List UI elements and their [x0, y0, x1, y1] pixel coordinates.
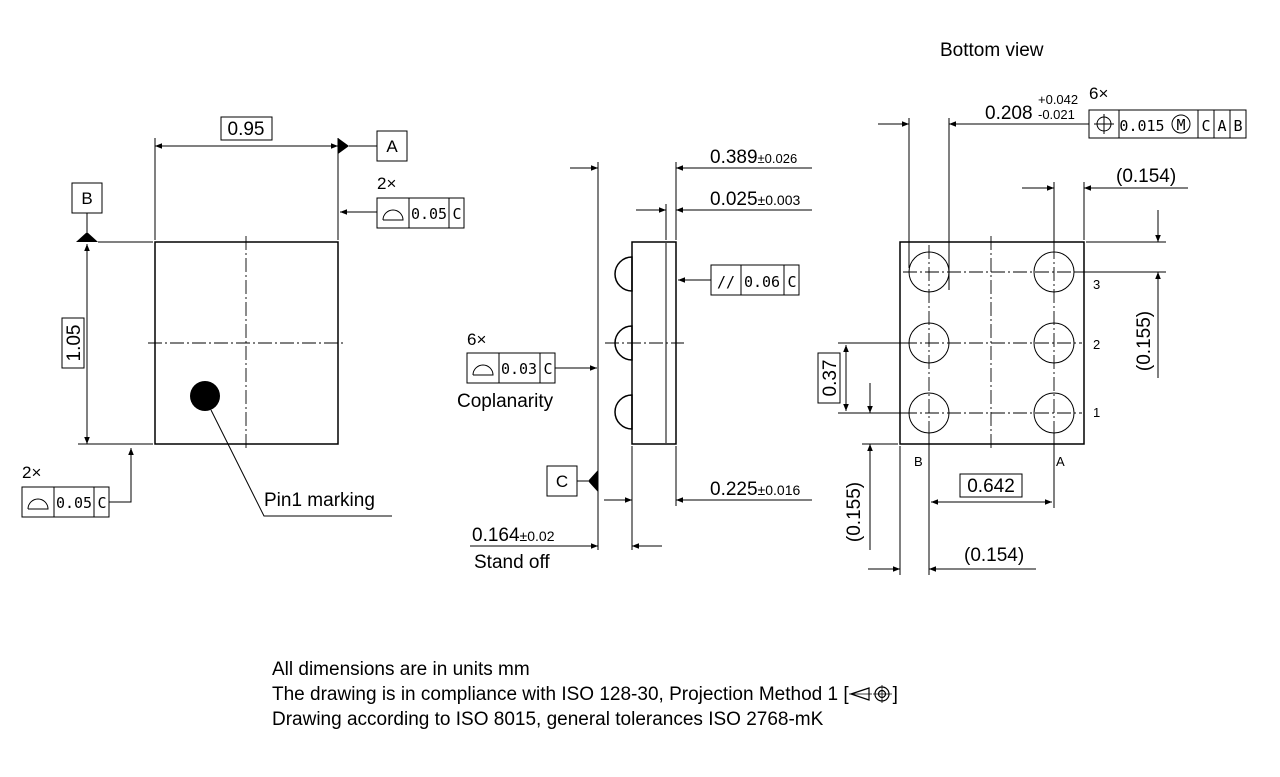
height-dim-box: [61, 317, 85, 369]
datum-a-box: [376, 130, 408, 162]
coplanarity-label: Coplanarity: [457, 391, 554, 412]
right-fcf-frame: [376, 197, 465, 229]
pin1-leader: [210, 409, 392, 517]
dim-body-text: 0.225±0.016: [710, 479, 800, 500]
ball-grid: [903, 236, 1082, 450]
ball-count: 6×: [1089, 84, 1108, 103]
solder-ball-side: [614, 394, 633, 430]
position-fcf-datum1: C: [1201, 117, 1210, 135]
first-angle-projection-icon: [848, 685, 892, 703]
position-fcf-frame: [1088, 109, 1247, 139]
bottom-fcf-datum: C: [97, 494, 106, 512]
pitch-col-text: 0.642: [967, 476, 1015, 497]
position-icon: [1094, 114, 1114, 134]
standoff-label: Stand off: [474, 552, 550, 573]
parallelism-icon: //: [717, 273, 735, 291]
edge-right-top-text: (0.155): [1134, 311, 1155, 371]
height-dim-text: 1.05: [64, 325, 85, 362]
side-view: 0.389±0.026 0.025±0.003 // 0.06 C 6× 0.0…: [457, 147, 812, 573]
row-label-3: 3: [1093, 277, 1100, 292]
position-fcf-datum3: B: [1233, 117, 1242, 135]
width-dim-text: 0.95: [228, 119, 265, 140]
flatness-icon: [472, 364, 494, 376]
bottom-fcf-value: 0.05: [56, 494, 92, 512]
pin1-label: Pin1 marking: [264, 490, 375, 511]
dim-total-text: 0.389±0.026: [710, 147, 797, 168]
col-label-b: B: [914, 454, 923, 469]
coplanarity-datum: C: [543, 360, 552, 378]
note-tolerances: Drawing according to ISO 8015, general t…: [272, 709, 824, 730]
edge-top-right-text: (0.154): [1116, 166, 1176, 187]
datum-c-label: C: [556, 472, 568, 491]
note-projection: The drawing is in compliance with ISO 12…: [272, 684, 898, 705]
datum-b-label: B: [81, 189, 92, 208]
datum-a-label: A: [386, 137, 398, 156]
ball-diameter-tol-plus: +0.042: [1038, 92, 1078, 107]
parallelism-fcf-frame: [710, 264, 800, 296]
position-fcf-modifier: M: [1176, 116, 1185, 134]
col-label-a: A: [1056, 454, 1065, 469]
datum-a-triangle-icon: [338, 138, 349, 154]
solder-ball-side: [614, 256, 633, 292]
edge-left-bottom-text: (0.155): [844, 482, 865, 542]
bottom-fcf-count: 2×: [22, 463, 41, 482]
top-view: 0.95 A B 1.05 2× 0.05 C 2× 0.05 C: [21, 116, 465, 518]
datum-b-triangle-icon: [76, 232, 98, 242]
flatness-icon: [27, 498, 49, 510]
row-label-2: 2: [1093, 337, 1100, 352]
flatness-icon: [382, 209, 404, 221]
note-units: All dimensions are in units mm: [272, 659, 530, 680]
width-dim-box: [220, 116, 273, 141]
coplanarity-value: 0.03: [501, 360, 537, 378]
right-fcf-count: 2×: [377, 174, 396, 193]
right-fcf-datum: C: [452, 205, 461, 223]
datum-c-triangle-icon: [588, 470, 598, 492]
bottom-view: Bottom view 3 2 1 B A 0.208 +0: [817, 40, 1247, 575]
pin1-dot-icon: [190, 381, 220, 411]
ball-diameter-tol-minus: -0.021: [1038, 107, 1075, 122]
edge-bottom-left-text: (0.154): [964, 545, 1024, 566]
drawing-notes: All dimensions are in units mm The drawi…: [272, 657, 898, 732]
pitch-row-box: [817, 352, 841, 404]
dim-standoff-text: 0.164±0.02: [472, 525, 555, 546]
bottom-view-title: Bottom view: [940, 40, 1044, 61]
row-label-1: 1: [1093, 405, 1100, 420]
ball-diameter-text: 0.208: [985, 103, 1033, 124]
right-fcf-value: 0.05: [411, 205, 447, 223]
dim-top-text: 0.025±0.003: [710, 189, 800, 210]
position-fcf-datum2: A: [1217, 117, 1226, 135]
position-fcf-value: 0.015: [1119, 117, 1164, 135]
mmc-circle-icon: [1171, 114, 1191, 134]
solder-ball-side: [614, 325, 633, 361]
pitch-row-text: 0.37: [820, 360, 841, 397]
pitch-col-box: [959, 473, 1023, 498]
parallelism-value: 0.06: [744, 273, 780, 291]
coplanarity-count: 6×: [467, 330, 486, 349]
parallelism-datum: C: [787, 273, 796, 291]
